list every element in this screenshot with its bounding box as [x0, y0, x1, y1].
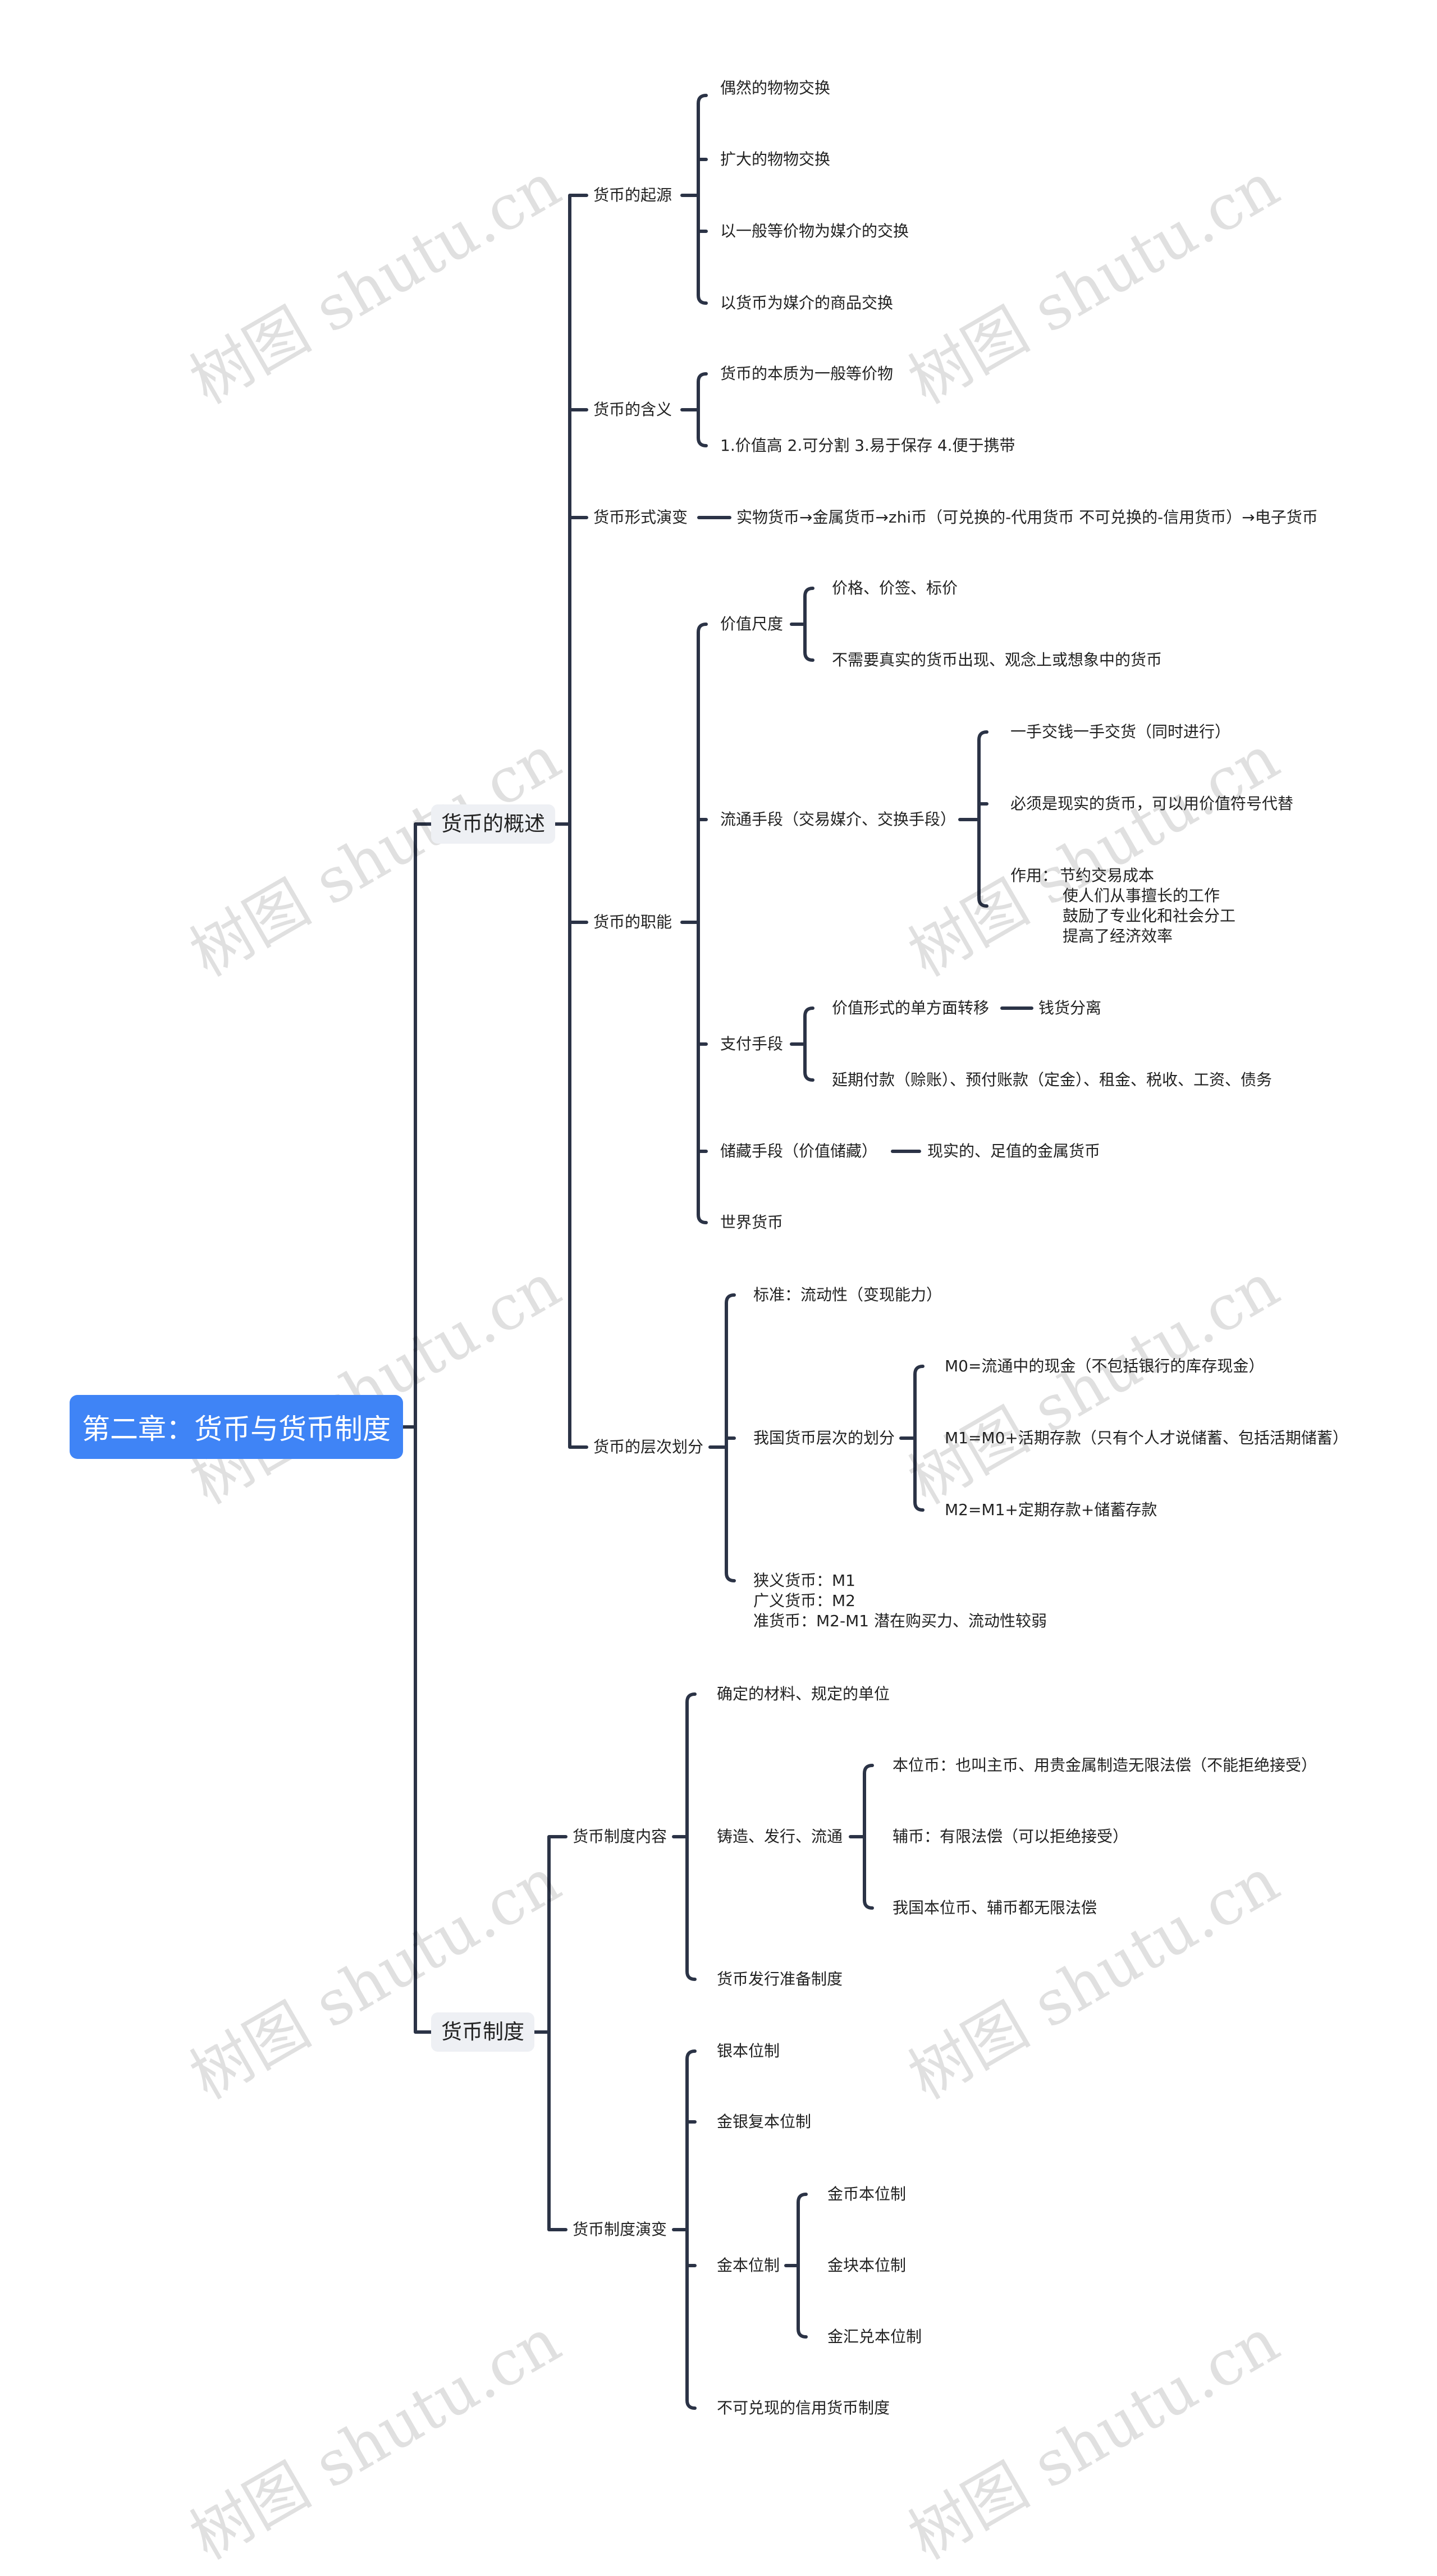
- leaf-item[interactable]: M2=M1+定期存款+储蓄存款: [945, 1500, 1157, 1519]
- leaf-item[interactable]: M1=M0+活期存款（只有个人才说储蓄、包括活期储蓄）: [945, 1429, 1348, 1447]
- topic-system-content[interactable]: 货币制度内容: [573, 1827, 667, 1846]
- connector-lines: [401, 94, 1033, 2410]
- topic-world-currency[interactable]: 世界货币: [720, 1213, 784, 1232]
- topic-levels[interactable]: 货币的层次划分: [593, 1438, 704, 1456]
- topic-china-levels[interactable]: 我国货币层次的划分: [753, 1429, 895, 1447]
- leaf-item[interactable]: 确定的材料、规定的单位: [717, 1685, 890, 1703]
- leaf-item[interactable]: 货币的本质为一般等价物: [720, 364, 894, 383]
- leaf-item[interactable]: 金币本位制: [827, 2185, 907, 2203]
- leaf-item[interactable]: 扩大的物物交换: [720, 150, 831, 168]
- leaf-item[interactable]: 以一般等价物为媒介的交换: [720, 222, 909, 240]
- leaf-item[interactable]: 本位币：也叫主币、用贵金属制造无限法偿（不能拒绝接受）: [893, 1756, 1317, 1774]
- leaf-item[interactable]: 标准：流动性（变现能力）: [753, 1285, 942, 1304]
- leaf-note-line: 广义货币：M2: [753, 1591, 855, 1610]
- topic-monetary-system[interactable]: 货币制度: [431, 2012, 534, 2052]
- leaf-item[interactable]: 我国本位币、辅币都无限法偿: [893, 1898, 1097, 1917]
- root-topic[interactable]: 第二章：货币与货币制度: [70, 1395, 403, 1459]
- leaf-item[interactable]: 价值形式的单方面转移: [832, 999, 990, 1017]
- leaf-item[interactable]: 实物货币→金属货币→zhi币（可兑换的-代用货币 不可兑换的-信用货币）→电子货…: [736, 508, 1318, 527]
- leaf-effect-line: 节约交易成本: [1060, 866, 1155, 885]
- topic-value-measure[interactable]: 价值尺度: [720, 615, 784, 633]
- leaf-effect-label[interactable]: 作用：: [1010, 866, 1058, 885]
- topic-monetary-overview[interactable]: 货币的概述: [431, 804, 555, 844]
- topic-form-evolution[interactable]: 货币形式演变: [593, 508, 688, 527]
- topic-gold-standard[interactable]: 金本位制: [717, 2256, 780, 2275]
- leaf-item[interactable]: 金块本位制: [827, 2256, 907, 2275]
- leaf-item[interactable]: 偶然的物物交换: [720, 79, 831, 97]
- topic-minting[interactable]: 铸造、发行、流通: [717, 1827, 843, 1846]
- topic-meaning[interactable]: 货币的含义: [593, 400, 672, 419]
- topic-system-evolution[interactable]: 货币制度演变: [573, 2220, 667, 2239]
- leaf-item[interactable]: 不需要真实的货币出现、观念上或想象中的货币: [832, 651, 1163, 669]
- topic-storage[interactable]: 储藏手段（价值储藏）: [720, 1142, 878, 1160]
- leaf-item[interactable]: 价格、价签、标价: [832, 579, 958, 597]
- leaf-item[interactable]: 货币发行准备制度: [717, 1970, 843, 1988]
- leaf-item[interactable]: 以货币为媒介的商品交换: [720, 294, 894, 312]
- leaf-item[interactable]: 不可兑现的信用货币制度: [717, 2399, 890, 2417]
- leaf-item[interactable]: 钱货分离: [1038, 999, 1102, 1017]
- leaf-item[interactable]: 一手交钱一手交货（同时进行）: [1010, 722, 1231, 741]
- topic-circulation[interactable]: 流通手段（交易媒介、交换手段）: [720, 810, 957, 829]
- leaf-item[interactable]: 银本位制: [717, 2042, 780, 2060]
- leaf-item[interactable]: 辅币：有限法偿（可以拒绝接受）: [893, 1827, 1129, 1846]
- leaf-note-line[interactable]: 狭义货币：M1: [753, 1571, 855, 1590]
- leaf-item[interactable]: 延期付款（赊账）、预付账款（定金）、租金、税收、工资、债务: [832, 1070, 1273, 1089]
- leaf-note-line: 准货币：M2-M1 潜在购买力、流动性较弱: [753, 1612, 1047, 1630]
- leaf-item[interactable]: 1.价值高 2.可分割 3.易于保存 4.便于携带: [720, 436, 1015, 455]
- topic-functions[interactable]: 货币的职能: [593, 913, 672, 931]
- leaf-item[interactable]: 金汇兑本位制: [827, 2327, 922, 2346]
- topic-origin[interactable]: 货币的起源: [593, 186, 672, 204]
- leaf-item[interactable]: 必须是现实的货币，可以用价值符号代替: [1010, 794, 1294, 813]
- leaf-effect-line: 鼓励了专业化和社会分工: [1063, 907, 1236, 925]
- leaf-effect-line: 使人们从事擅长的工作: [1063, 886, 1220, 905]
- leaf-item[interactable]: 现实的、足值的金属货币: [927, 1142, 1101, 1160]
- topic-payment[interactable]: 支付手段: [720, 1035, 784, 1053]
- leaf-item[interactable]: 金银复本位制: [717, 2112, 812, 2131]
- leaf-effect-line: 提高了经济效率: [1063, 927, 1173, 945]
- leaf-item[interactable]: M0=流通中的现金（不包括银行的库存现金）: [945, 1357, 1265, 1375]
